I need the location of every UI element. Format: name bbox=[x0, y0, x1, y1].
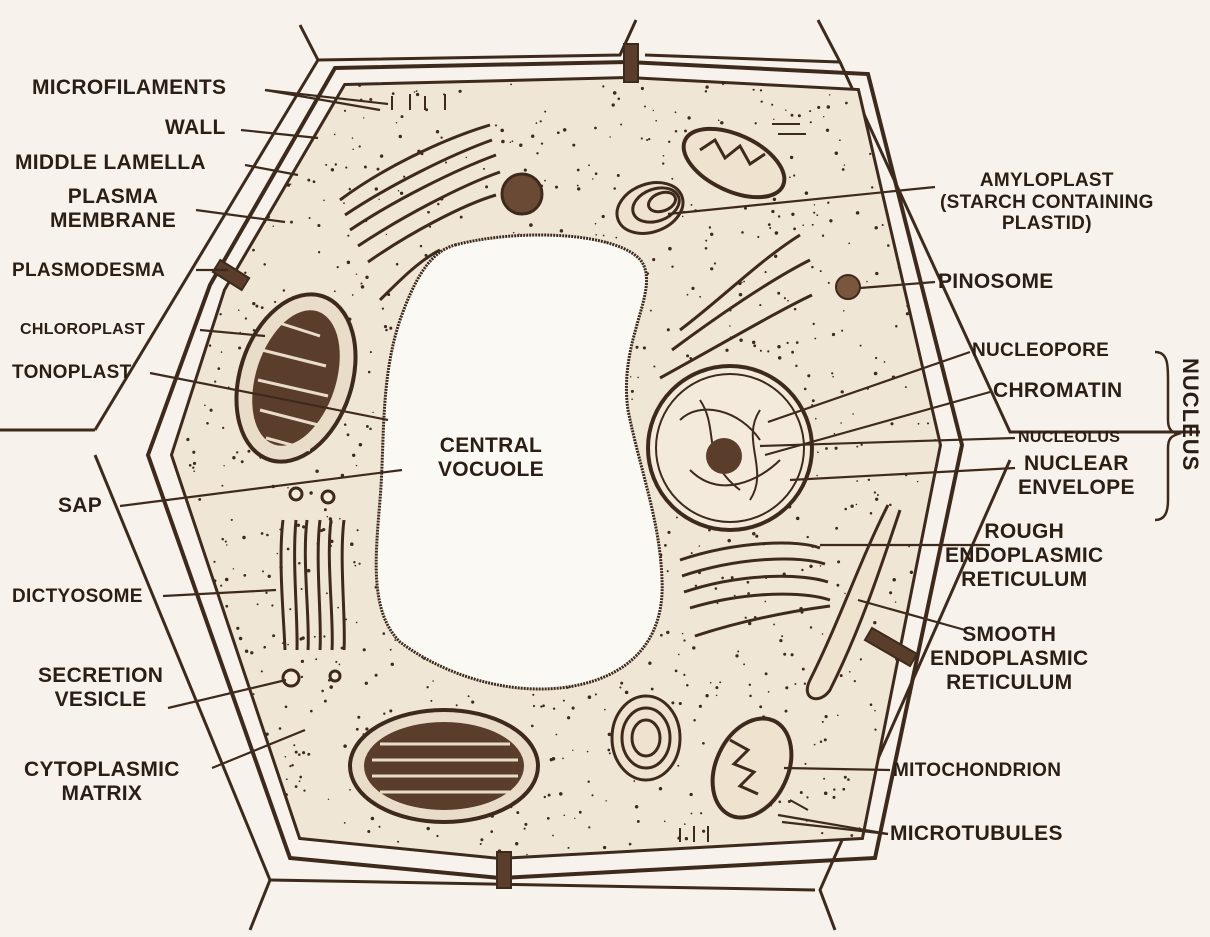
label-plasma-membrane: PLASMA MEMBRANE bbox=[50, 185, 176, 233]
label-nuclear-envelope: NUCLEAR ENVELOPE bbox=[1018, 452, 1135, 500]
label-secretion-vesicle: SECRETION VESICLE bbox=[38, 664, 163, 712]
label-tonoplast: TONOPLAST bbox=[12, 362, 132, 384]
label-cytoplasmic-matrix: CYTOPLASMIC MATRIX bbox=[24, 758, 180, 806]
starch-grain bbox=[612, 696, 680, 780]
label-dictyosome: DICTYOSOME bbox=[12, 586, 143, 608]
label-microtubules: MICROTUBULES bbox=[890, 822, 1063, 846]
label-amyloplast: AMYLOPLAST (STARCH CONTAINING PLASTID) bbox=[940, 170, 1154, 235]
label-wall: WALL bbox=[165, 116, 226, 140]
label-nucleolus: NUCLEOLUS bbox=[1018, 429, 1120, 447]
label-nucleus: NUCLEUS bbox=[1177, 358, 1203, 471]
nucleus-bracket bbox=[1155, 352, 1178, 520]
label-microfilaments: MICROFILAMENTS bbox=[32, 76, 226, 100]
label-pinosome: PINOSOME bbox=[938, 270, 1054, 294]
pinosome bbox=[836, 275, 860, 299]
chloroplast-bottom bbox=[350, 710, 538, 822]
label-chromatin: CHROMATIN bbox=[993, 379, 1122, 403]
label-rough-er: ROUGH ENDOPLASMIC RETICULUM bbox=[945, 520, 1103, 592]
label-smooth-er: SMOOTH ENDOPLASMIC RETICULUM bbox=[930, 623, 1088, 695]
label-central-vacuole: CENTRAL VOCUOLE bbox=[438, 434, 544, 482]
label-nucleopore: NUCLEOPORE bbox=[972, 340, 1109, 362]
label-chloroplast: CHLOROPLAST bbox=[20, 321, 145, 339]
label-mitochondrion: MITOCHONDRION bbox=[893, 760, 1061, 782]
peroxisome bbox=[502, 174, 542, 214]
label-sap: SAP bbox=[58, 494, 102, 518]
nucleolus bbox=[706, 438, 742, 474]
label-middle-lamella: MIDDLE LAMELLA bbox=[15, 151, 206, 175]
label-plasmodesma: PLASMODESMA bbox=[12, 260, 165, 282]
